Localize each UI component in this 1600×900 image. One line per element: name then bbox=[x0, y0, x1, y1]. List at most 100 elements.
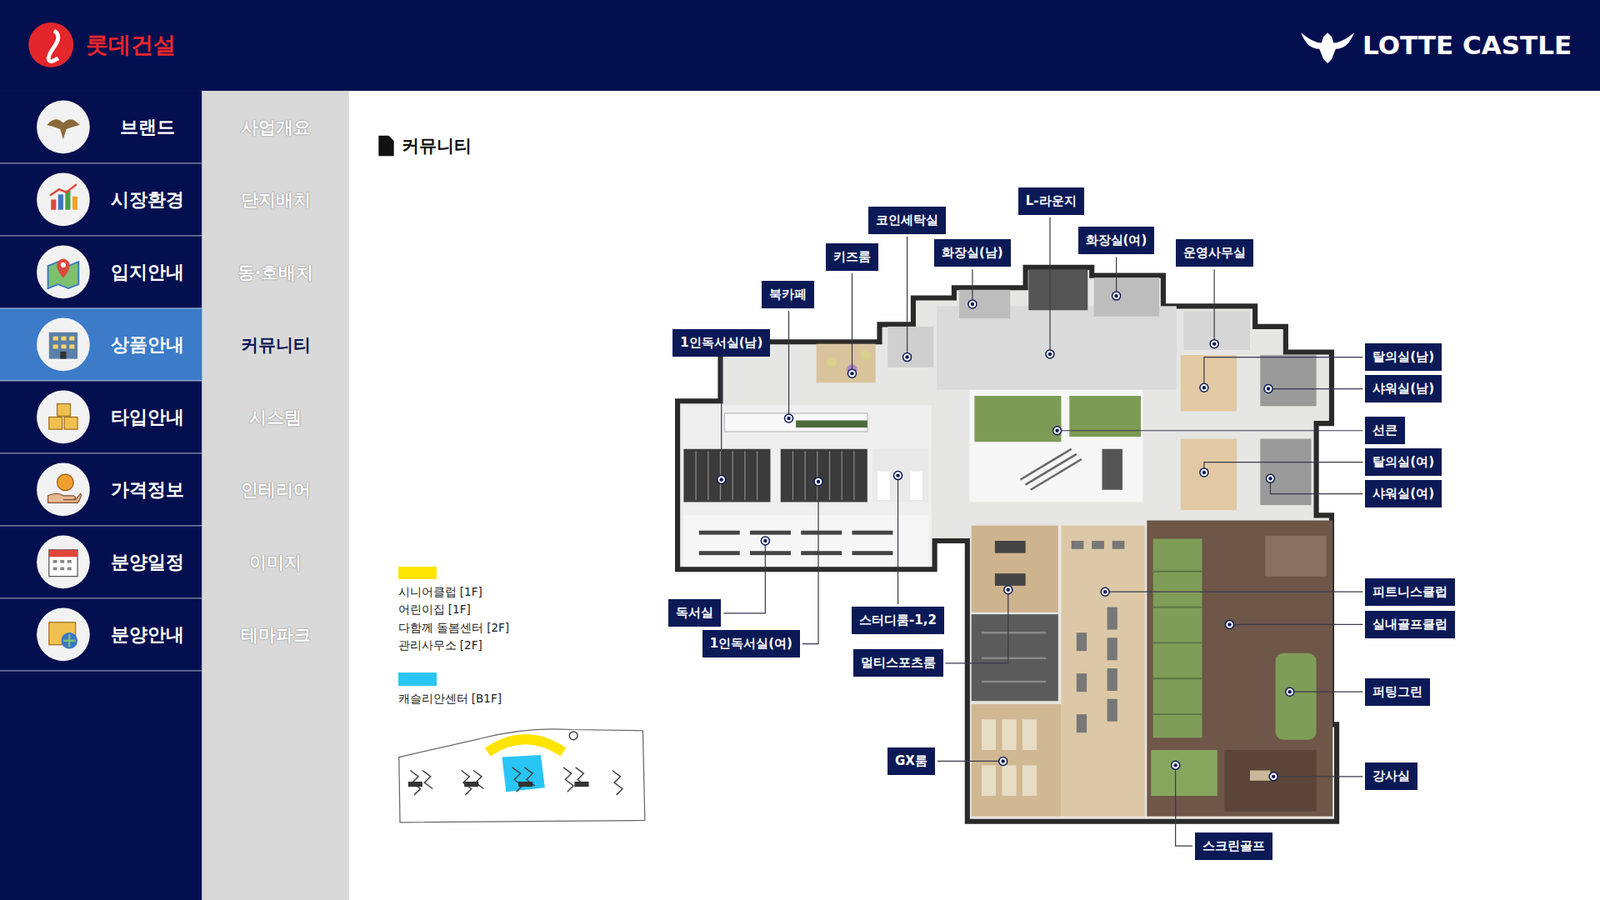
leader-line bbox=[1290, 691, 1364, 693]
room-name: 북카페 bbox=[769, 286, 807, 302]
callout-dot-center bbox=[720, 477, 724, 481]
room-callout: 피트니스클럽 bbox=[1365, 578, 1455, 606]
room-callout: 운영사무실 bbox=[1175, 239, 1254, 267]
callout-dot-center bbox=[1114, 294, 1118, 298]
room-callout: 샤워실(여) bbox=[1365, 480, 1442, 508]
legend-text: 시니어클럽 [1F] bbox=[398, 585, 483, 600]
room-name: GX룸 bbox=[895, 753, 928, 769]
leader-line bbox=[851, 273, 853, 374]
menu-item: 타입안내 bbox=[0, 380, 202, 454]
callout-dot-center bbox=[786, 416, 790, 420]
legend-text: 다함께 돌봄센터 [2F] bbox=[398, 620, 510, 636]
menu-label: 입지안내 bbox=[110, 260, 185, 285]
leader-line bbox=[723, 540, 765, 614]
room-name: 강사실 bbox=[1372, 768, 1410, 784]
menu-label: 시장환경 bbox=[110, 187, 185, 213]
legend-swatch bbox=[398, 672, 438, 686]
leader-line bbox=[1214, 269, 1215, 344]
leader-line bbox=[1204, 357, 1363, 389]
room-name: 피트니스클럽 bbox=[1372, 584, 1448, 600]
callout-dot bbox=[847, 369, 856, 378]
callout-dot bbox=[760, 536, 770, 545]
callout-dot-center bbox=[763, 539, 767, 543]
room-name: 화장실(남) bbox=[941, 245, 1004, 260]
callout-dot-center bbox=[905, 355, 909, 359]
room-name: 탈의실(여) bbox=[1372, 454, 1435, 470]
legend-text: 캐슬리안센터 [B1F] bbox=[398, 691, 502, 707]
legend-text: 관리사무소 [2F] bbox=[398, 638, 483, 654]
callout-dot bbox=[1265, 474, 1275, 483]
room-callout: 퍼팅그린 bbox=[1365, 678, 1430, 706]
callout-dot-center bbox=[1227, 622, 1231, 626]
submenu-item: 동·호배치 bbox=[237, 260, 315, 285]
menu-item: 입지안내 bbox=[0, 235, 202, 309]
leader-line bbox=[1268, 388, 1363, 390]
callout-dot bbox=[1100, 587, 1110, 596]
leader-line bbox=[1175, 765, 1193, 846]
room-name: 선큰 bbox=[1372, 422, 1398, 438]
room-name: 멀티스포츠룸 bbox=[860, 655, 936, 670]
menu-label: 타입안내 bbox=[110, 405, 185, 430]
submenu-item: 이미지 bbox=[249, 550, 302, 575]
submenu-item: 시스템 bbox=[249, 405, 302, 430]
submenu-item: 커뮤니티 bbox=[240, 333, 311, 357]
callout-dot-center bbox=[1048, 352, 1052, 356]
room-callout: 탈의실(남) bbox=[1365, 343, 1442, 371]
room-callout: 1인독서실(여) bbox=[702, 630, 800, 658]
callout-dot bbox=[903, 353, 912, 362]
menu-label: 분양안내 bbox=[110, 622, 185, 648]
room-name: 스터디룸-1,2 bbox=[859, 612, 937, 628]
menu-item: 분양안내 bbox=[0, 598, 202, 671]
leader-line bbox=[945, 590, 1009, 664]
callout-dot bbox=[968, 300, 977, 309]
callout-dot bbox=[717, 475, 726, 485]
room-callout: 선큰 bbox=[1365, 416, 1405, 445]
room-callout: 샤워실(남) bbox=[1365, 375, 1442, 403]
callout-dot bbox=[1171, 760, 1180, 770]
room-name: 1인독서실(남) bbox=[680, 335, 763, 350]
menu-label: 가격정보 bbox=[110, 477, 185, 503]
room-name: 키즈룸 bbox=[833, 249, 871, 265]
callout-dot-center bbox=[1212, 341, 1216, 345]
room-name: 샤워실(남) bbox=[1372, 380, 1435, 396]
callout-dot bbox=[894, 471, 903, 480]
room-name: 1인독서실(여) bbox=[710, 635, 793, 651]
room-name: 코인세탁실 bbox=[875, 212, 939, 228]
brand-logo-text: 롯데건설 bbox=[85, 30, 176, 60]
room-callout: 1인독서실(남) bbox=[672, 329, 770, 357]
menu-label: 분양일정 bbox=[110, 550, 185, 575]
callout-dot bbox=[1045, 350, 1055, 359]
leader-line bbox=[1273, 775, 1363, 777]
menu-item: 시장환경 bbox=[0, 163, 202, 236]
page-title: 커뮤니티 bbox=[401, 134, 472, 158]
callout-dot bbox=[1200, 468, 1209, 477]
submenu-item: 인테리어 bbox=[240, 478, 311, 502]
leader-line bbox=[1049, 217, 1050, 355]
callout-dot bbox=[1053, 426, 1062, 435]
room-callout: 스크린골프 bbox=[1195, 832, 1273, 860]
callout-dot-center bbox=[1202, 470, 1206, 475]
leader-line bbox=[1230, 624, 1364, 625]
room-name: 탈의실(남) bbox=[1372, 349, 1435, 365]
room-callout: 코인세탁실 bbox=[868, 206, 946, 235]
submenu-item: 사업개요 bbox=[240, 115, 311, 140]
room-name: 퍼팅그린 bbox=[1372, 684, 1423, 700]
legend-swatch bbox=[398, 566, 438, 580]
callout-dot-center bbox=[850, 371, 854, 375]
leader-line bbox=[906, 236, 908, 358]
callout-dot bbox=[1285, 687, 1295, 696]
room-callout: 멀티스포츠룸 bbox=[853, 649, 944, 677]
leader-line bbox=[1204, 462, 1363, 473]
callout-dot bbox=[785, 414, 794, 423]
callout-dot-center bbox=[1288, 690, 1292, 694]
room-name: 실내골프클럽 bbox=[1372, 616, 1448, 632]
callout-dot bbox=[1264, 385, 1273, 394]
leader-line bbox=[937, 760, 1004, 762]
room-callout: 화장실(남) bbox=[934, 239, 1011, 267]
room-name: 화장실(여) bbox=[1085, 232, 1148, 248]
callout-dot-center bbox=[1266, 386, 1270, 390]
room-callout: 실내골프클럽 bbox=[1365, 610, 1455, 639]
room-callout: L-라운지 bbox=[1018, 187, 1085, 215]
room-name: 운영사무실 bbox=[1183, 245, 1246, 260]
room-name: 샤워실(여) bbox=[1372, 485, 1435, 501]
